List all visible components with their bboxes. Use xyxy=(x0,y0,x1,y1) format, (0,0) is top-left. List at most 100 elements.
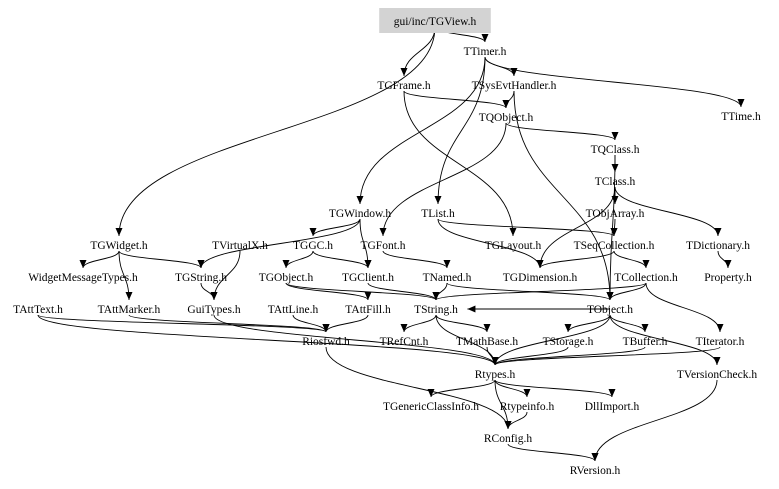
node-label: TTimer.h xyxy=(464,46,507,58)
arrowhead xyxy=(724,260,732,268)
arrowhead xyxy=(364,260,372,268)
graph-node[interactable]: TSysEvtHandler.h xyxy=(472,80,557,92)
node-label: Rtypes.h xyxy=(475,369,516,381)
node-label: TGFrame.h xyxy=(377,80,431,92)
graph-node[interactable]: Rtypeinfo.h xyxy=(500,401,555,413)
graph-node[interactable]: TVirtualX.h xyxy=(212,240,268,252)
graph-node[interactable]: WidgetMessageTypes.h xyxy=(28,272,138,284)
graph-node[interactable]: TDictionary.h xyxy=(686,240,750,252)
graph-node[interactable]: TGLayout.h xyxy=(485,240,542,252)
edge-TNamed-to-TObject xyxy=(446,282,611,301)
edge-TString-to-TMathBase xyxy=(435,314,488,333)
node-label: Rtypeinfo.h xyxy=(500,401,555,413)
arrowhead xyxy=(443,260,451,268)
edge-Rtypes-to-DllImport xyxy=(494,379,613,398)
edge-TAttFill-to-Riosfwd xyxy=(325,314,369,333)
graph-node[interactable]: TBuffer.h xyxy=(623,336,668,348)
graph-node[interactable]: TStorage.h xyxy=(543,336,594,348)
node-label: TRefCnt.h xyxy=(380,336,429,348)
graph-node[interactable]: GuiTypes.h xyxy=(187,304,240,316)
graph-node[interactable]: TQObject.h xyxy=(479,112,534,124)
edge-TDictionary-to-Property xyxy=(717,250,729,269)
graph-node[interactable]: TSeqCollection.h xyxy=(574,240,655,252)
edge-TGClient-to-TString xyxy=(367,282,437,301)
graph-node[interactable]: Rtypes.h xyxy=(475,369,516,381)
graph-node[interactable]: TGWidget.h xyxy=(90,240,148,252)
graph-node[interactable]: TTime.h xyxy=(721,111,761,123)
graph-node[interactable]: TGFrame.h xyxy=(377,80,431,92)
edge-TAttLine-to-Riosfwd xyxy=(292,314,327,333)
edge-TGView-to-TGWidget xyxy=(118,26,436,237)
graph-node[interactable]: TAttText.h xyxy=(13,304,63,316)
edge-TObject-to-TStorage xyxy=(567,314,611,333)
node-label: gui/inc/TGView.h xyxy=(394,16,477,28)
arrowhead xyxy=(610,228,618,236)
edge-TCollection-to-TObject xyxy=(609,282,647,301)
node-label: TGClient.h xyxy=(342,272,394,284)
graph-node[interactable]: Property.h xyxy=(704,272,752,284)
graph-node[interactable]: RConfig.h xyxy=(484,433,532,445)
graph-node[interactable]: Riosfwd.h xyxy=(302,336,350,348)
node-label: TQObject.h xyxy=(479,112,534,124)
node-label: TQClass.h xyxy=(591,144,640,156)
edge-TTimer-to-TTime xyxy=(484,56,742,108)
node-label: TStorage.h xyxy=(543,336,594,348)
arrowhead xyxy=(434,196,442,204)
edge-RConfig-to-RVersion xyxy=(507,443,596,462)
graph-node[interactable]: TRefCnt.h xyxy=(380,336,429,348)
graph-node[interactable]: RVersion.h xyxy=(570,465,621,477)
edge-TStorage-to-Rtypes xyxy=(494,346,569,366)
edge-TQClass-to-TObject xyxy=(609,154,616,301)
graph-node[interactable]: TGWindow.h xyxy=(329,208,392,220)
graph-node[interactable]: TObject.h xyxy=(587,304,633,316)
graph-node[interactable]: TQClass.h xyxy=(591,144,640,156)
graph-node[interactable]: TObjArray.h xyxy=(586,208,645,220)
graph-node[interactable]: DllImport.h xyxy=(585,401,640,413)
edge-TGObject-to-TString xyxy=(285,282,437,301)
graph-node[interactable]: TIterator.h xyxy=(696,336,745,348)
edge-TObject-to-TVersionCheck xyxy=(609,314,718,366)
node-label: TMathBase.h xyxy=(456,336,519,348)
graph-node[interactable]: TVersionCheck.h xyxy=(677,369,757,381)
graph-node[interactable]: TGClient.h xyxy=(342,272,394,284)
arrowhead xyxy=(611,196,619,204)
graph-node[interactable]: TGFont.h xyxy=(360,240,405,252)
node-label: TGenericClassInfo.h xyxy=(383,401,479,413)
arrowhead xyxy=(379,228,387,236)
graph-node[interactable]: TMathBase.h xyxy=(456,336,519,348)
node-label: TGObject.h xyxy=(259,272,314,284)
edge-TGString-to-GuiTypes xyxy=(200,282,215,301)
arrowhead xyxy=(125,292,133,300)
edge-TAttText-to-Rtypes xyxy=(37,314,496,366)
arrowhead xyxy=(716,324,724,332)
graph-node[interactable]: TTimer.h xyxy=(464,46,507,58)
edge-TObject-to-TBuffer xyxy=(609,314,646,333)
graph-node[interactable]: TClass.h xyxy=(595,176,636,188)
graph-node[interactable]: TGDimension.h xyxy=(503,272,578,284)
edges-layer xyxy=(37,26,745,462)
edge-TIterator-to-Rtypes xyxy=(494,346,721,366)
graph-node[interactable]: TNamed.h xyxy=(423,272,472,284)
edge-TSeqCollection-to-TCollection xyxy=(613,250,647,269)
node-label: TGFont.h xyxy=(360,240,405,252)
graph-node[interactable]: TString.h xyxy=(414,304,458,316)
graph-node[interactable]: TList.h xyxy=(421,208,455,220)
arrowhead xyxy=(115,228,123,236)
graph-node[interactable]: TGObject.h xyxy=(259,272,314,284)
graph-node[interactable]: TGenericClassInfo.h xyxy=(383,401,479,413)
graph-node[interactable]: TAttMarker.h xyxy=(98,304,161,316)
edge-TGWindow-to-TGString xyxy=(200,218,361,269)
graph-node[interactable]: TGGC.h xyxy=(293,240,333,252)
arrowhead xyxy=(608,389,616,397)
arrowhead xyxy=(322,324,330,332)
graph-node[interactable]: TCollection.h xyxy=(614,272,678,284)
node-label: TVersionCheck.h xyxy=(677,369,757,381)
edge-TString-to-TRefCnt xyxy=(403,314,437,333)
graph-node[interactable]: TAttFill.h xyxy=(345,304,391,316)
graph-node[interactable]: TGString.h xyxy=(175,272,227,284)
graph-node[interactable]: TAttLine.h xyxy=(268,304,319,316)
root-node[interactable]: gui/inc/TGView.h xyxy=(379,8,491,33)
edge-TSeqCollection-to-TGDimension xyxy=(539,250,615,269)
node-label: TGString.h xyxy=(175,272,227,284)
